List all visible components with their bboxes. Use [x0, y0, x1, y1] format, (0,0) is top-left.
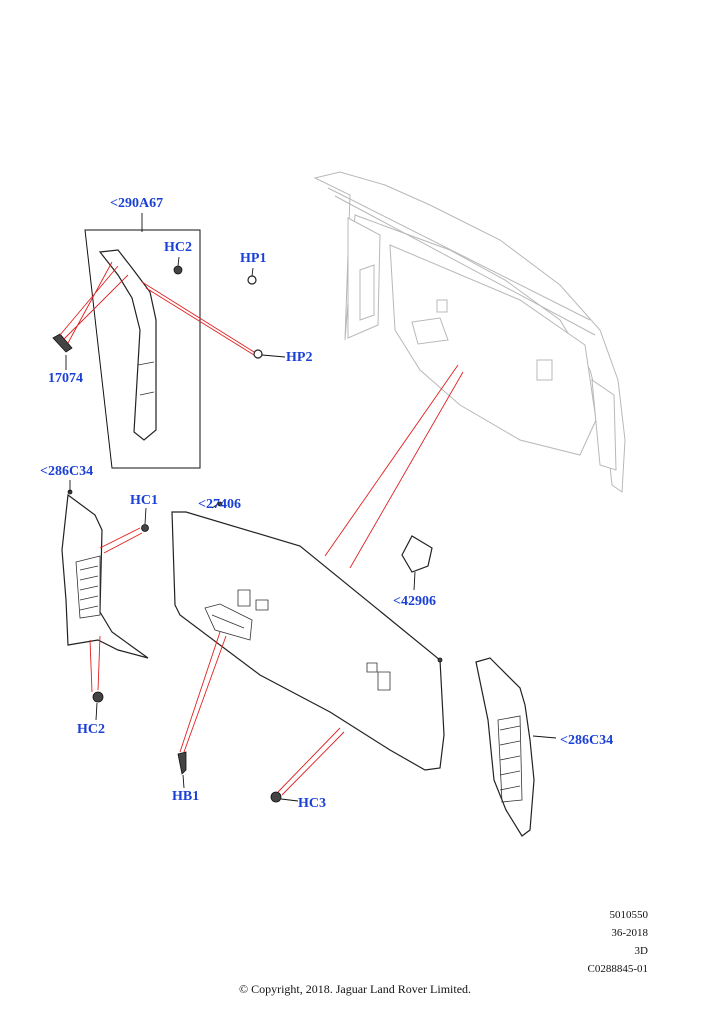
callout-42906[interactable]: <42906 — [393, 594, 436, 609]
callout-17074[interactable]: 17074 — [48, 371, 83, 386]
callout-hp1[interactable]: HP1 — [240, 251, 267, 266]
tailgate-ghost-outline — [313, 171, 626, 493]
bracket-42906 — [401, 535, 433, 573]
hc3-clip — [270, 791, 282, 803]
callout-27406[interactable]: <27406 — [198, 497, 241, 512]
left-quarter-trim — [61, 489, 149, 703]
main-trim-panel — [171, 501, 445, 771]
hp1-plug — [247, 275, 257, 285]
copyright-notice: © Copyright, 2018. Jaguar Land Rover Lim… — [238, 982, 472, 996]
callout-hb1[interactable]: HB1 — [172, 789, 200, 804]
ref-number: 5010550 — [609, 909, 649, 921]
callout-290a67[interactable]: <290A67 — [110, 196, 164, 211]
ref-view: 3D — [634, 945, 648, 957]
hb1-fastener — [177, 751, 187, 775]
reference-block: 5010550 36-2018 3D C0288845-01 — [588, 906, 649, 978]
callout-hc1[interactable]: HC1 — [130, 493, 158, 508]
ref-code: C0288845-01 — [587, 963, 649, 975]
callout-hc2-top[interactable]: HC2 — [164, 240, 192, 255]
hc1-clip — [141, 524, 149, 532]
hc2-clip-bottom — [92, 691, 104, 703]
ref-date: 36-2018 — [611, 927, 648, 939]
hp2-plug — [253, 349, 263, 359]
callout-hc2-bottom[interactable]: HC2 — [77, 722, 105, 737]
hc2-clip-top — [173, 265, 183, 275]
callout-286c34-left[interactable]: <286C34 — [40, 464, 94, 479]
callout-286c34-right[interactable]: <286C34 — [560, 733, 614, 748]
callout-hp2[interactable]: HP2 — [286, 350, 313, 365]
callout-hc3[interactable]: HC3 — [298, 796, 326, 811]
upper-trim-group-box — [52, 229, 263, 469]
part-17074 — [52, 333, 73, 353]
leader-lines — [59, 261, 464, 796]
black-leaders — [65, 213, 557, 802]
right-quarter-trim — [475, 657, 535, 837]
